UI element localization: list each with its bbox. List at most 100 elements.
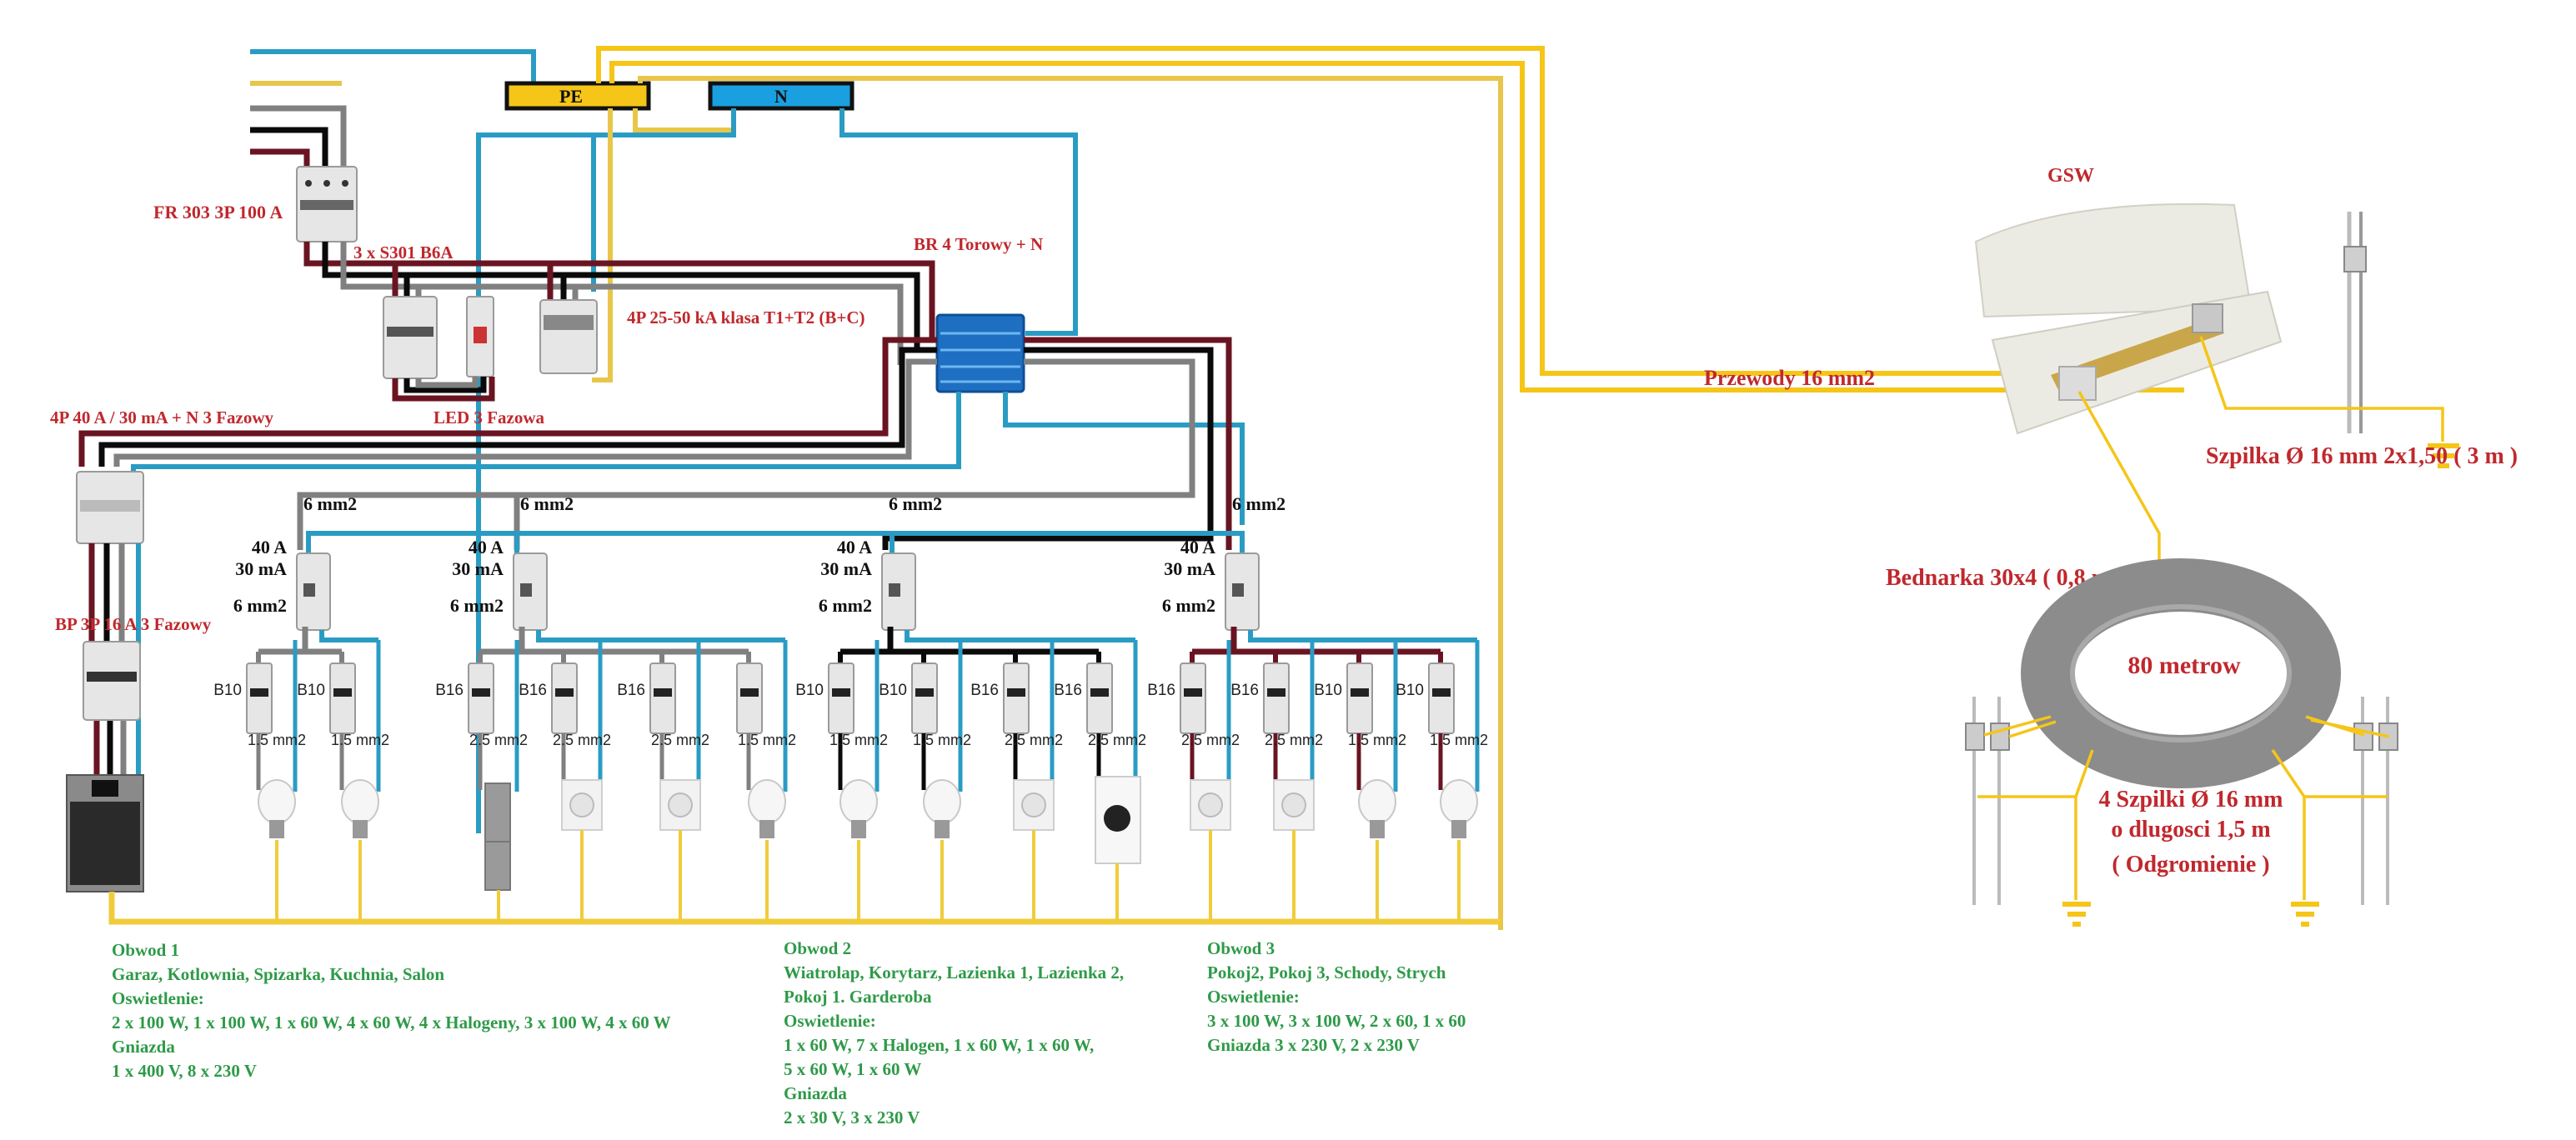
circuit-line: Obwod 1 (112, 940, 180, 960)
breaker-device (246, 662, 273, 734)
wall-socket-icon (659, 779, 701, 831)
led-indicator-label: LED 3 Fazowa (434, 408, 544, 428)
wall-socket-icon (561, 779, 603, 831)
breaker-type-label: B16 (435, 682, 464, 699)
breaker-device (1180, 662, 1206, 734)
ground-rod-single-icon (2343, 212, 2367, 433)
oven-breaker-device (83, 641, 141, 721)
breaker-type-label: B10 (297, 682, 325, 699)
rods-label-1: 4 Szpilki Ø 16 mm (2099, 787, 2283, 812)
cable-size-label: 2.5 mm2 (1088, 732, 1146, 748)
cable-size-label: 2.5 mm2 (469, 732, 528, 748)
cable-size-label: 1.5 mm2 (1348, 732, 1406, 748)
breaker-device (1263, 662, 1290, 734)
fridge-icon (484, 782, 511, 891)
rcd-rating-a-label: 40 A (837, 537, 872, 558)
rcd-rating-a-label: 40 A (469, 537, 504, 558)
n-busbar-label: N (774, 86, 788, 107)
cable-size-label: 2.5 mm2 (1005, 732, 1063, 748)
circuit-line: Gniazda (112, 1037, 175, 1057)
circuit-line: Oswietlenie: (112, 988, 204, 1008)
neutral-wires (476, 108, 1078, 833)
rods-label-2: o dlugosci 1,5 m (2111, 817, 2270, 842)
led-indicator-device (466, 296, 494, 378)
breaker-type-label: B16 (1147, 682, 1175, 699)
neutral-bus (905, 630, 1135, 642)
rcd-rating-ma-label: 30 mA (1164, 558, 1215, 579)
oven-breaker-label: BP 3P 16 A 3 Fazowy (55, 614, 212, 634)
rcd-group (1180, 552, 1480, 838)
main-switch-label: FR 303 3P 100 A (153, 202, 283, 222)
cable-size-label: 2.5 mm2 (553, 732, 611, 748)
rcd-feed-cable-label: 6 mm2 (889, 493, 942, 514)
rcd-feed-cable-label: 6 mm2 (1232, 493, 1285, 514)
breaker-device (736, 662, 763, 734)
rcd-rating-ma-label: 30 mA (820, 558, 872, 579)
rcd-group (828, 552, 1141, 864)
feed-to-main-rcd (78, 337, 1245, 525)
washing-machine-icon (1095, 776, 1141, 864)
light-bulb-icon (923, 779, 961, 838)
light-bulb-icon (341, 779, 379, 838)
breaker-device (911, 662, 938, 734)
ground-symbol-icon (2428, 443, 2459, 468)
ground-symbol-icon (2062, 902, 2091, 927)
rcd-out-cable-label: 6 mm2 (1162, 595, 1215, 616)
distribution-block-device (935, 313, 1025, 393)
circuit-line: 3 x 100 W, 3 x 100 W, 2 x 60, 1 x 60 (1207, 1011, 1466, 1031)
rcd-rating-ma-label: 30 mA (235, 558, 287, 579)
breaker-device (1346, 662, 1373, 734)
cable-size-label: 1.5 mm2 (738, 732, 796, 748)
breaker-device (551, 662, 578, 734)
breaker-device (1003, 662, 1030, 734)
rcd-rating-a-label: 40 A (252, 537, 287, 558)
incoming-supply-wires (250, 49, 536, 185)
circuit-line: 2 x 30 V, 3 x 230 V (784, 1108, 920, 1128)
surge-protector-device (539, 299, 598, 374)
neutral-bus-rcds (306, 531, 1245, 557)
phase-bus (480, 627, 749, 655)
ground-rod-single-label: Szpilka Ø 16 mm 2x1,50 ( 3 m ) (2206, 443, 2518, 469)
circuit-2-description: Obwod 2 Wiatrolap, Korytarz, Lazienka 1,… (784, 937, 1124, 1130)
circuit-line: Pokoj2, Pokoj 3, Schody, Strych (1207, 962, 1446, 982)
neutral-bus (536, 630, 785, 642)
circuit-line: Pokoj 1. Garderoba (784, 987, 932, 1007)
gsw-label: GSW (2047, 165, 2094, 187)
rcd-main-label: 4P 40 A / 30 mA + N 3 Fazowy (50, 408, 274, 428)
breaker-type-label: B10 (213, 682, 242, 699)
rcd-out-cable-label: 6 mm2 (819, 595, 872, 616)
cable-size-label: 2.5 mm2 (651, 732, 709, 748)
circuit-line: Garaz, Kotlownia, Spizarka, Kuchnia, Sal… (112, 964, 445, 984)
phase-bus (840, 627, 1099, 655)
cable-size-label: 1.5 mm2 (913, 732, 971, 748)
pe-busbar-label: PE (559, 86, 583, 107)
cable-size-label: 1.5 mm2 (331, 732, 389, 748)
circuit-line: 1 x 400 V, 8 x 230 V (112, 1061, 257, 1081)
circuit-line: Gniazda (784, 1083, 847, 1103)
pe-bus-bottom (108, 892, 1501, 925)
n-busbar: N (708, 81, 854, 111)
light-bulb-icon (1358, 779, 1396, 838)
rcd-out-cable-label: 6 mm2 (233, 595, 287, 616)
cable-size-label: 2.5 mm2 (1265, 732, 1323, 748)
rcd-group (246, 552, 381, 838)
rcd-rating-ma-label: 30 mA (452, 558, 504, 579)
oven-icon (66, 774, 144, 892)
breaker-type-label: B10 (1396, 682, 1424, 699)
surge-protector-label: 4P 25-50 kA klasa T1+T2 (B+C) (627, 308, 865, 328)
breaker-device (1428, 662, 1455, 734)
led-breakers-device (383, 296, 438, 379)
circuit-line: 5 x 60 W, 1 x 60 W (784, 1059, 922, 1079)
pe-conductors-to-gsw (596, 46, 2184, 930)
cable-size-label: 1.5 mm2 (829, 732, 888, 748)
pe-busbar: PE (504, 81, 651, 111)
light-bulb-icon (839, 779, 878, 838)
circuit-line: 1 x 60 W, 7 x Halogen, 1 x 60 W, 1 x 60 … (784, 1035, 1095, 1055)
breaker-type-label: B16 (1230, 682, 1259, 699)
rcd-feed-cable-label: 6 mm2 (303, 493, 357, 514)
circuit-line: Obwod 2 (784, 938, 852, 958)
breaker-type-label: B10 (795, 682, 824, 699)
breaker-type-label: B16 (1054, 682, 1082, 699)
breaker-device (1086, 662, 1113, 734)
